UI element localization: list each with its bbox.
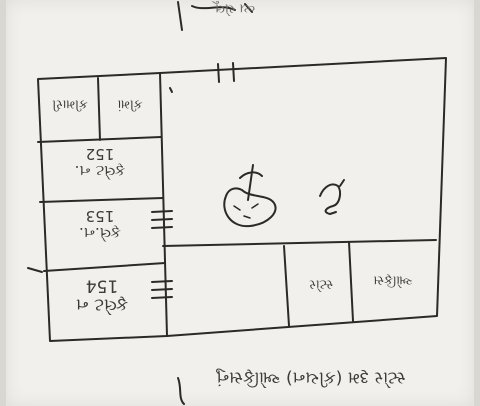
header-scrawl-stroke [177, 1, 183, 31]
strip-top-divider [97, 77, 101, 141]
middle-wall [162, 239, 437, 247]
corner-mark [169, 87, 173, 93]
room-office-label: ઓફિસ [373, 272, 413, 288]
header-scrawl-stroke [191, 3, 253, 13]
pond-sketch [223, 187, 277, 228]
left-strip-wall [159, 72, 168, 337]
door-mark-strip [151, 210, 173, 229]
flat-153-number: 153 [85, 207, 115, 226]
cell-top-right-label: કીમાં [117, 96, 143, 112]
footer-scrawl-stroke [177, 377, 185, 405]
flat-152-line1: ફ્લેટ ન. [74, 162, 126, 180]
flat-154-line1: ફ્લેટ ન [75, 294, 129, 315]
room-wall-b [348, 241, 354, 322]
flat-154-number: 154 [85, 275, 119, 296]
room-store-label: સ્ટોર [309, 276, 333, 292]
entry-mark [27, 267, 43, 273]
strip-divider-2 [39, 197, 164, 203]
flat-153-line1: ફ્લે.ન. [79, 224, 122, 242]
idol-sketch [319, 183, 342, 215]
footer-note: સ્ટોર રૂમ (કીચન) ઓફિસનું [216, 367, 406, 388]
idol-sketch [339, 179, 345, 187]
tree-sketch [239, 164, 263, 201]
cell-top-left-label: કીમારી [52, 96, 88, 112]
paper-sheet [6, 0, 474, 406]
header-scrawl-text: વ્ય ચેલૂ [215, 0, 255, 16]
flat-153-label: ફ્લે.ન. 153 [50, 207, 150, 243]
flat-154-label: ફ્લેટ ન 154 [52, 275, 152, 315]
door-mark-top [217, 62, 235, 83]
flat-152-number: 152 [85, 145, 115, 164]
flat-152-label: ફ્લેટ ન. 152 [50, 145, 150, 181]
pond-dots [233, 203, 259, 219]
door-mark-strip [151, 280, 173, 299]
strip-divider-3 [43, 262, 166, 272]
room-wall-a [283, 245, 290, 327]
